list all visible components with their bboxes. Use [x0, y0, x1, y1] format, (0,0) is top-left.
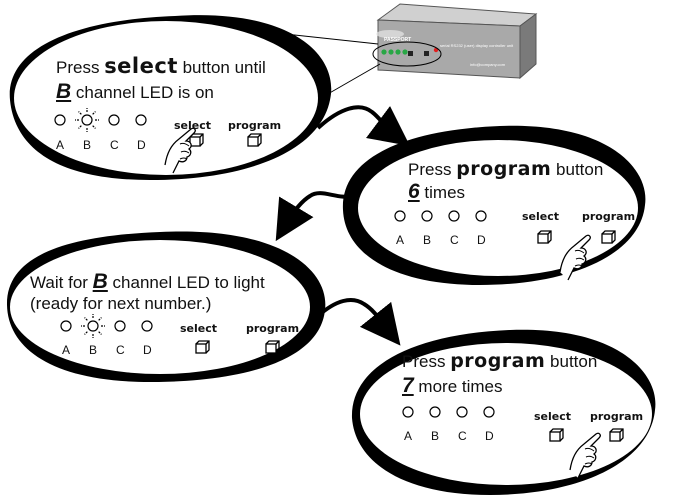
device-led — [402, 49, 408, 55]
led-a-indicator — [54, 114, 66, 126]
zoom-ellipse — [372, 41, 442, 67]
led-d-indicator — [141, 320, 153, 332]
step-2-key-word: program — [456, 158, 552, 180]
program-button-label: program — [590, 410, 644, 423]
pointing-hand-icon — [164, 127, 196, 174]
step-3-bubble — [6, 231, 326, 382]
step-2-prefix: Press — [408, 160, 457, 179]
led-label-a: A — [404, 429, 413, 443]
led-label-a: A — [62, 343, 71, 357]
step-4-count: 7 — [402, 374, 414, 397]
flow-arrow-3 — [316, 298, 401, 346]
led-label-c: C — [110, 138, 119, 152]
select-button-icon — [549, 428, 564, 442]
step-1-line-2: B channel LED is on — [56, 80, 214, 104]
led-label-d: D — [485, 429, 494, 443]
led-b-indicator — [421, 210, 433, 222]
device-brand: PASSPORT — [384, 37, 412, 43]
step-3-channel: B — [92, 270, 108, 293]
select-button-icon — [537, 230, 552, 244]
step-3-line-1: Wait for B channel LED to light — [30, 270, 265, 294]
led-a-indicator — [402, 406, 414, 418]
led-c-indicator — [456, 406, 468, 418]
led-a-indicator — [60, 320, 72, 332]
led-label-b: B — [423, 233, 432, 247]
led-c-indicator — [114, 320, 126, 332]
device-footer-text: info@company.com — [470, 62, 506, 67]
led-label-b: B — [431, 429, 440, 443]
led-label-c: C — [458, 429, 467, 443]
led-label-c: C — [450, 233, 459, 247]
led-label-b: B — [89, 343, 98, 357]
step-2-count: 6 — [408, 180, 420, 203]
step-2-line-1: Press program button — [408, 158, 603, 180]
led-c-indicator — [108, 114, 120, 126]
step-3-line-2: (ready for next number.) — [30, 294, 212, 313]
step-1-channel: B — [56, 80, 72, 103]
device-led — [395, 49, 401, 55]
program-button-label: program — [246, 322, 300, 335]
program-button-icon — [265, 340, 280, 354]
program-button-label: program — [228, 119, 282, 132]
device-led — [388, 49, 394, 55]
step-1-line-1: Press select button until — [56, 54, 266, 78]
program-button-label: program — [582, 210, 636, 223]
led-label-d: D — [477, 233, 486, 247]
button-layer — [189, 133, 624, 442]
device-image — [376, 3, 538, 80]
step-1-line-2-text: channel LED is on — [71, 83, 214, 102]
step-1-suffix: button until — [177, 58, 266, 77]
step-1-prefix: Press — [56, 58, 105, 77]
led-a-indicator — [394, 210, 406, 222]
led-label-d: D — [143, 343, 152, 357]
device-led — [381, 49, 387, 55]
step-2-line-2: 6 times — [408, 180, 465, 204]
led-d-indicator — [475, 210, 487, 222]
device-program-button — [424, 51, 429, 56]
select-button-label: select — [174, 119, 212, 132]
led-label-b: B — [83, 138, 92, 152]
pointing-hand-icon — [559, 234, 591, 281]
led-b-indicator — [429, 406, 441, 418]
select-button-label: select — [522, 210, 560, 223]
led-c-indicator — [448, 210, 460, 222]
flow-arrow-2 — [275, 191, 357, 242]
program-button-icon — [609, 428, 624, 442]
hand-layer — [164, 127, 601, 479]
step-2-bubble — [342, 125, 646, 285]
flow-arrow-1 — [316, 105, 410, 147]
step-3-suffix: channel LED to light — [107, 273, 265, 292]
led-label-c: C — [116, 343, 125, 357]
led-d-indicator — [483, 406, 495, 418]
step-4-key-word: program — [450, 350, 546, 372]
program-button-icon — [601, 230, 616, 244]
led-label-a: A — [396, 233, 405, 247]
led-label-d: D — [137, 138, 146, 152]
step-4-line-2-text: more times — [413, 377, 503, 396]
step-3-prefix: Wait for — [30, 273, 93, 292]
led-b-indicator — [87, 320, 99, 332]
step-4-line-1: Press program button — [402, 350, 597, 372]
step-4-line-2: 7 more times — [402, 374, 502, 398]
select-button-icon — [195, 340, 210, 354]
device-led-row — [381, 49, 408, 55]
step-2-suffix: button — [551, 160, 604, 179]
led-layer — [54, 108, 495, 418]
step-4-suffix: button — [545, 352, 598, 371]
led-d-indicator — [135, 114, 147, 126]
select-button-label: select — [534, 410, 572, 423]
step-2-line-2-text: times — [419, 183, 466, 202]
step-4-prefix: Press — [402, 352, 451, 371]
led-lit-rays — [75, 108, 99, 132]
step-1-key-word: select — [104, 54, 178, 78]
led-label-a: A — [56, 138, 65, 152]
device-model-text: serial RS232 (user) display controller u… — [440, 43, 514, 48]
led-b-indicator — [81, 114, 93, 126]
led-lit-rays — [81, 314, 105, 338]
pointing-hand-icon — [569, 432, 601, 479]
select-button-label: select — [180, 322, 218, 335]
program-button-icon — [247, 133, 262, 147]
device-select-button — [408, 51, 413, 56]
